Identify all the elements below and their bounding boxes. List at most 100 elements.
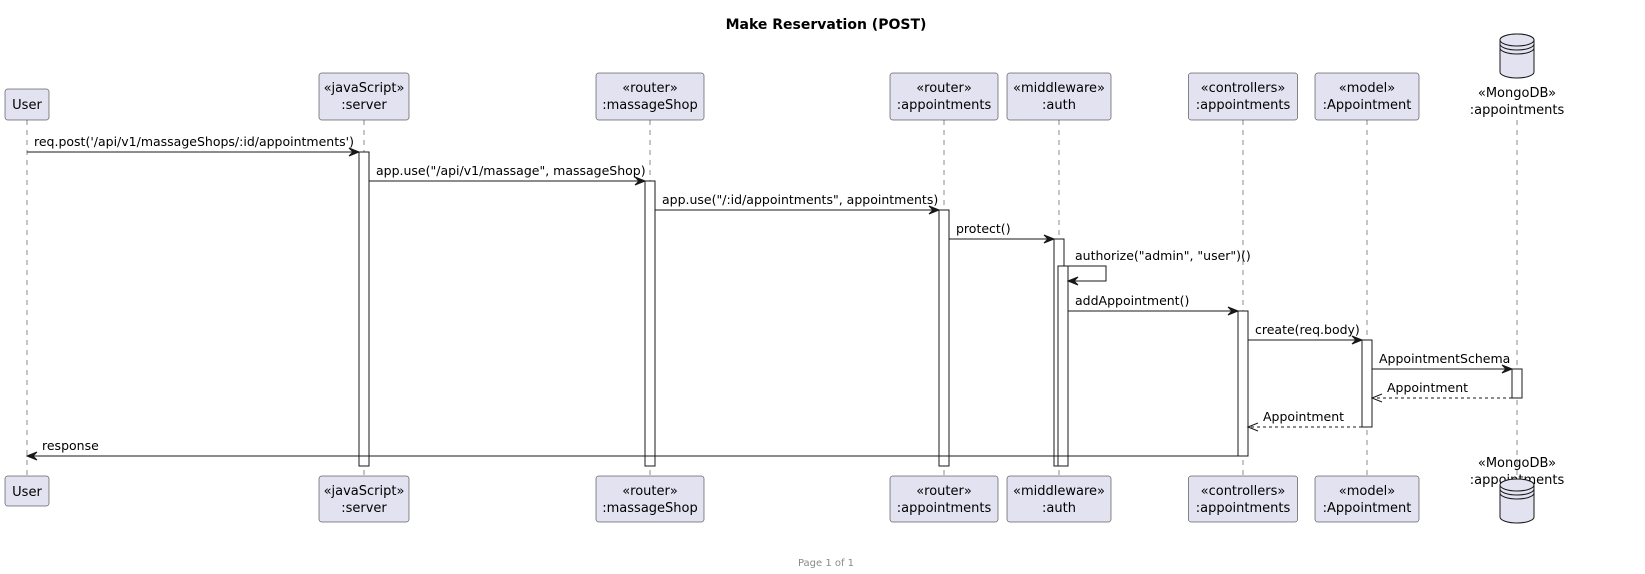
diagram-title: Make Reservation (POST) xyxy=(726,17,927,33)
message-arrowhead xyxy=(634,176,647,186)
participant-label: «router» xyxy=(916,81,972,96)
participant-label: :Appointment xyxy=(1323,501,1412,516)
activation-bar-auth-nested xyxy=(1057,265,1069,467)
participant-label: :appointments xyxy=(1470,103,1565,118)
participant-label: «MongoDB» xyxy=(1478,456,1556,471)
message-0: req.post('/api/v1/massageShops/:id/appoi… xyxy=(27,134,361,157)
participant-label: «javaScript» xyxy=(324,81,405,96)
message-label: create(req.body) xyxy=(1255,322,1360,337)
message-4: authorize("admin", "user")() xyxy=(1064,248,1251,286)
participant-box xyxy=(889,72,999,121)
database-icon-rim xyxy=(1499,488,1535,496)
participant-label: :Appointment xyxy=(1323,98,1412,113)
participant-box xyxy=(1188,475,1298,523)
participant-bottom-auth: «middleware» :auth xyxy=(1006,475,1112,523)
participant-label: «controllers» xyxy=(1201,81,1286,96)
activation-bars xyxy=(358,151,1523,467)
participant-label: :server xyxy=(341,501,387,516)
messages: req.post('/api/v1/massageShops/:id/appoi… xyxy=(25,134,1514,461)
database-icon-rim xyxy=(1499,43,1535,51)
participants: UserUser«javaScript»:server«javaScript»:… xyxy=(4,33,1565,524)
participant-box xyxy=(4,88,50,121)
message-label: addAppointment() xyxy=(1075,293,1189,308)
participant-top-controller-appointments: «controllers» :appointments xyxy=(1188,72,1298,121)
participant-top-model-appointment: «model» :Appointment xyxy=(1314,72,1420,121)
message-2: app.use("/:id/appointments", appointment… xyxy=(655,192,941,215)
activation-bar-router-appointments xyxy=(938,209,950,467)
message-label: Appointment xyxy=(1263,409,1344,424)
participant-box xyxy=(4,475,50,507)
database-icon-rim xyxy=(1499,47,1535,55)
message-arrowhead xyxy=(1066,276,1079,286)
participant-label: User xyxy=(12,485,42,500)
participant-top-db-appointments: «MongoDB»:appointments xyxy=(1470,33,1565,118)
message-label: req.post('/api/v1/massageShops/:id/appoi… xyxy=(34,134,354,149)
participant-top-auth: «middleware» :auth xyxy=(1006,72,1112,121)
message-arrowhead xyxy=(348,147,361,157)
message-label: authorize("admin", "user")() xyxy=(1075,248,1251,263)
participant-box xyxy=(1188,72,1298,121)
participant-bottom-massageshop: «router»:massageShop xyxy=(595,475,705,523)
participant-top-massageshop: «router» :massageShop xyxy=(595,72,705,121)
participant-label: «router» xyxy=(622,484,678,499)
participant-bottom-model-appointment: «model»:Appointment xyxy=(1314,475,1420,523)
activation-bar-model-appointment xyxy=(1361,339,1373,428)
message-label: app.use("/api/v1/massage", massageShop) xyxy=(376,163,646,178)
message-arrowhead xyxy=(1227,306,1240,316)
message-arrowhead xyxy=(25,451,38,461)
participant-label: «router» xyxy=(622,81,678,96)
participant-label: :appointments xyxy=(1196,98,1291,113)
participant-bottom-controller-appointments: «controllers»:appointments xyxy=(1188,475,1298,523)
database-icon-top xyxy=(1499,33,1535,47)
message-1: app.use("/api/v1/massage", massageShop) xyxy=(369,163,647,186)
message-arrowhead xyxy=(1501,364,1514,374)
activation-bar-controller-appointments xyxy=(1237,310,1249,457)
participant-label: «router» xyxy=(916,484,972,499)
message-label: response xyxy=(42,438,99,453)
participant-box xyxy=(889,475,999,523)
participant-label: :server xyxy=(341,98,387,113)
message-7: AppointmentSchema xyxy=(1372,351,1514,374)
participant-box xyxy=(1314,72,1420,121)
participant-label: :auth xyxy=(1042,501,1076,516)
participant-bottom-server: «javaScript» :server xyxy=(318,475,410,523)
participant-bottom-user: User xyxy=(4,475,50,507)
message-arrowhead xyxy=(1370,393,1383,403)
participant-top-user: User xyxy=(4,88,50,121)
participant-box xyxy=(1314,475,1420,523)
message-5: addAppointment() xyxy=(1068,293,1240,316)
participant-bottom-db-appointments: «MongoDB»:appointments xyxy=(1470,456,1564,524)
activation-bar-db-appointments xyxy=(1511,368,1523,399)
message-9: Appointment xyxy=(1246,409,1362,432)
participant-label: :appointments xyxy=(897,98,992,113)
message-label: protect() xyxy=(956,221,1011,236)
participant-label: :auth xyxy=(1042,98,1076,113)
participant-label: User xyxy=(12,98,42,113)
message-8: Appointment xyxy=(1370,380,1512,403)
message-label: app.use("/:id/appointments", appointment… xyxy=(662,192,938,207)
database-icon-rim xyxy=(1499,492,1535,500)
participant-bottom-router-appointments: «router» :appointments xyxy=(889,475,999,523)
message-10: response xyxy=(25,438,1238,461)
participant-label: :massageShop xyxy=(602,98,697,113)
participant-label: «controllers» xyxy=(1201,484,1286,499)
participant-box xyxy=(595,72,705,121)
message-arrow-line xyxy=(1064,265,1107,282)
participant-label: :appointments xyxy=(897,501,992,516)
message-6: create(req.body) xyxy=(1248,322,1364,345)
participant-label: «middleware» xyxy=(1013,484,1105,499)
message-arrowhead xyxy=(1246,422,1259,432)
activation-bar-server xyxy=(358,151,370,467)
message-3: protect() xyxy=(949,221,1056,244)
message-label: AppointmentSchema xyxy=(1379,351,1510,366)
message-arrowhead xyxy=(1351,335,1364,345)
participant-box xyxy=(1006,72,1112,121)
participant-label: «javaScript» xyxy=(324,484,405,499)
participant-top-server: «javaScript» :server xyxy=(318,72,410,121)
participant-box xyxy=(1006,475,1112,523)
participant-top-router-appointments: «router» :appointments xyxy=(889,72,999,121)
participant-box xyxy=(595,475,705,523)
participant-label: «model» xyxy=(1339,81,1395,96)
participant-label: «middleware» xyxy=(1013,81,1105,96)
